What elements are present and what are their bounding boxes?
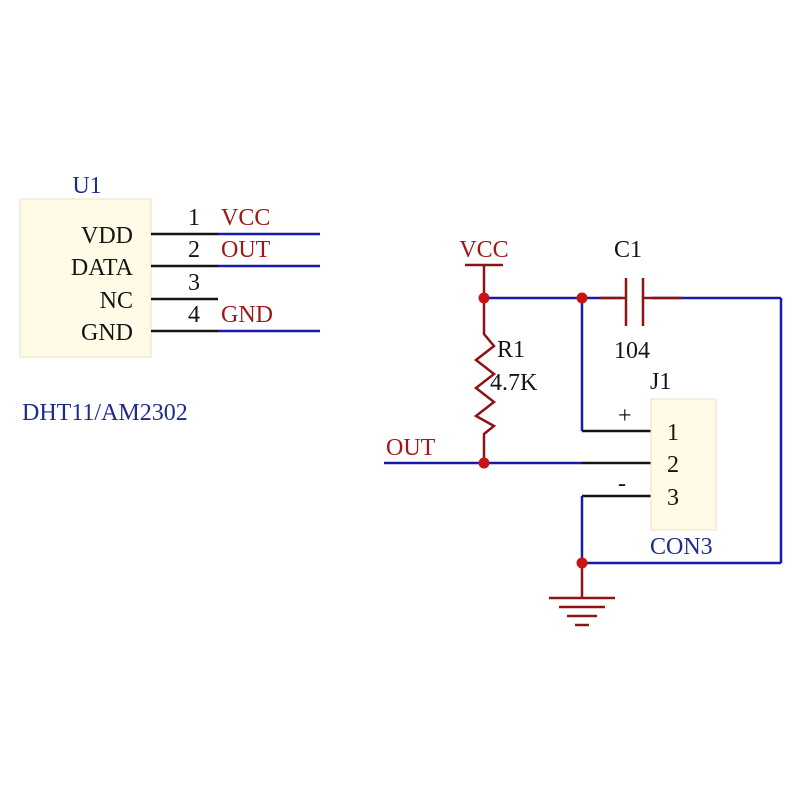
u1-sensor: U1 VDD DATA NC GND 1 2 3 4 VCC OUT GND D… bbox=[19, 173, 320, 426]
j1-pin-number: 1 bbox=[667, 420, 679, 446]
u1-pin-name: DATA bbox=[71, 255, 134, 281]
vcc-power-label: VCC bbox=[459, 237, 508, 263]
u1-pin-number: 2 bbox=[188, 237, 200, 263]
j1-pin-number: 2 bbox=[667, 452, 679, 478]
u1-pin-number: 3 bbox=[188, 270, 200, 296]
r1-ref-label: R1 bbox=[497, 337, 525, 363]
u1-pin-number: 1 bbox=[188, 205, 200, 231]
junction-dot bbox=[576, 292, 588, 304]
r1-value-label: 4.7K bbox=[490, 370, 538, 396]
u1-part-label: DHT11/AM2302 bbox=[22, 400, 188, 426]
u1-ref-label: U1 bbox=[72, 173, 101, 199]
junction-dot bbox=[478, 292, 490, 304]
j1-part-label: CON3 bbox=[650, 534, 713, 560]
junction-dot bbox=[478, 457, 490, 469]
junction-dot bbox=[576, 557, 588, 569]
u1-pin-name: GND bbox=[81, 320, 133, 346]
j1-body bbox=[650, 398, 717, 531]
application-circuit: VCC C1 104 R1 4.7K OUT + - J1 1 bbox=[384, 237, 783, 627]
u1-pin-number: 4 bbox=[188, 302, 200, 328]
out-net-label: OUT bbox=[386, 435, 436, 461]
c1-ref-label: C1 bbox=[614, 237, 642, 263]
c1-value-label: 104 bbox=[614, 338, 650, 364]
u1-net-label-out: OUT bbox=[221, 237, 271, 263]
j1-pin-number: 3 bbox=[667, 485, 679, 511]
j1-minus-label: - bbox=[618, 471, 626, 497]
r1-resistor bbox=[473, 298, 497, 463]
u1-pin-name: VDD bbox=[81, 223, 133, 249]
u1-pin-name: NC bbox=[100, 288, 133, 314]
u1-net-label-gnd: GND bbox=[221, 302, 273, 328]
j1-plus-label: + bbox=[618, 403, 632, 429]
j1-ref-label: J1 bbox=[650, 369, 671, 395]
u1-net-label-vcc: VCC bbox=[221, 205, 270, 231]
u1-body bbox=[19, 198, 152, 358]
